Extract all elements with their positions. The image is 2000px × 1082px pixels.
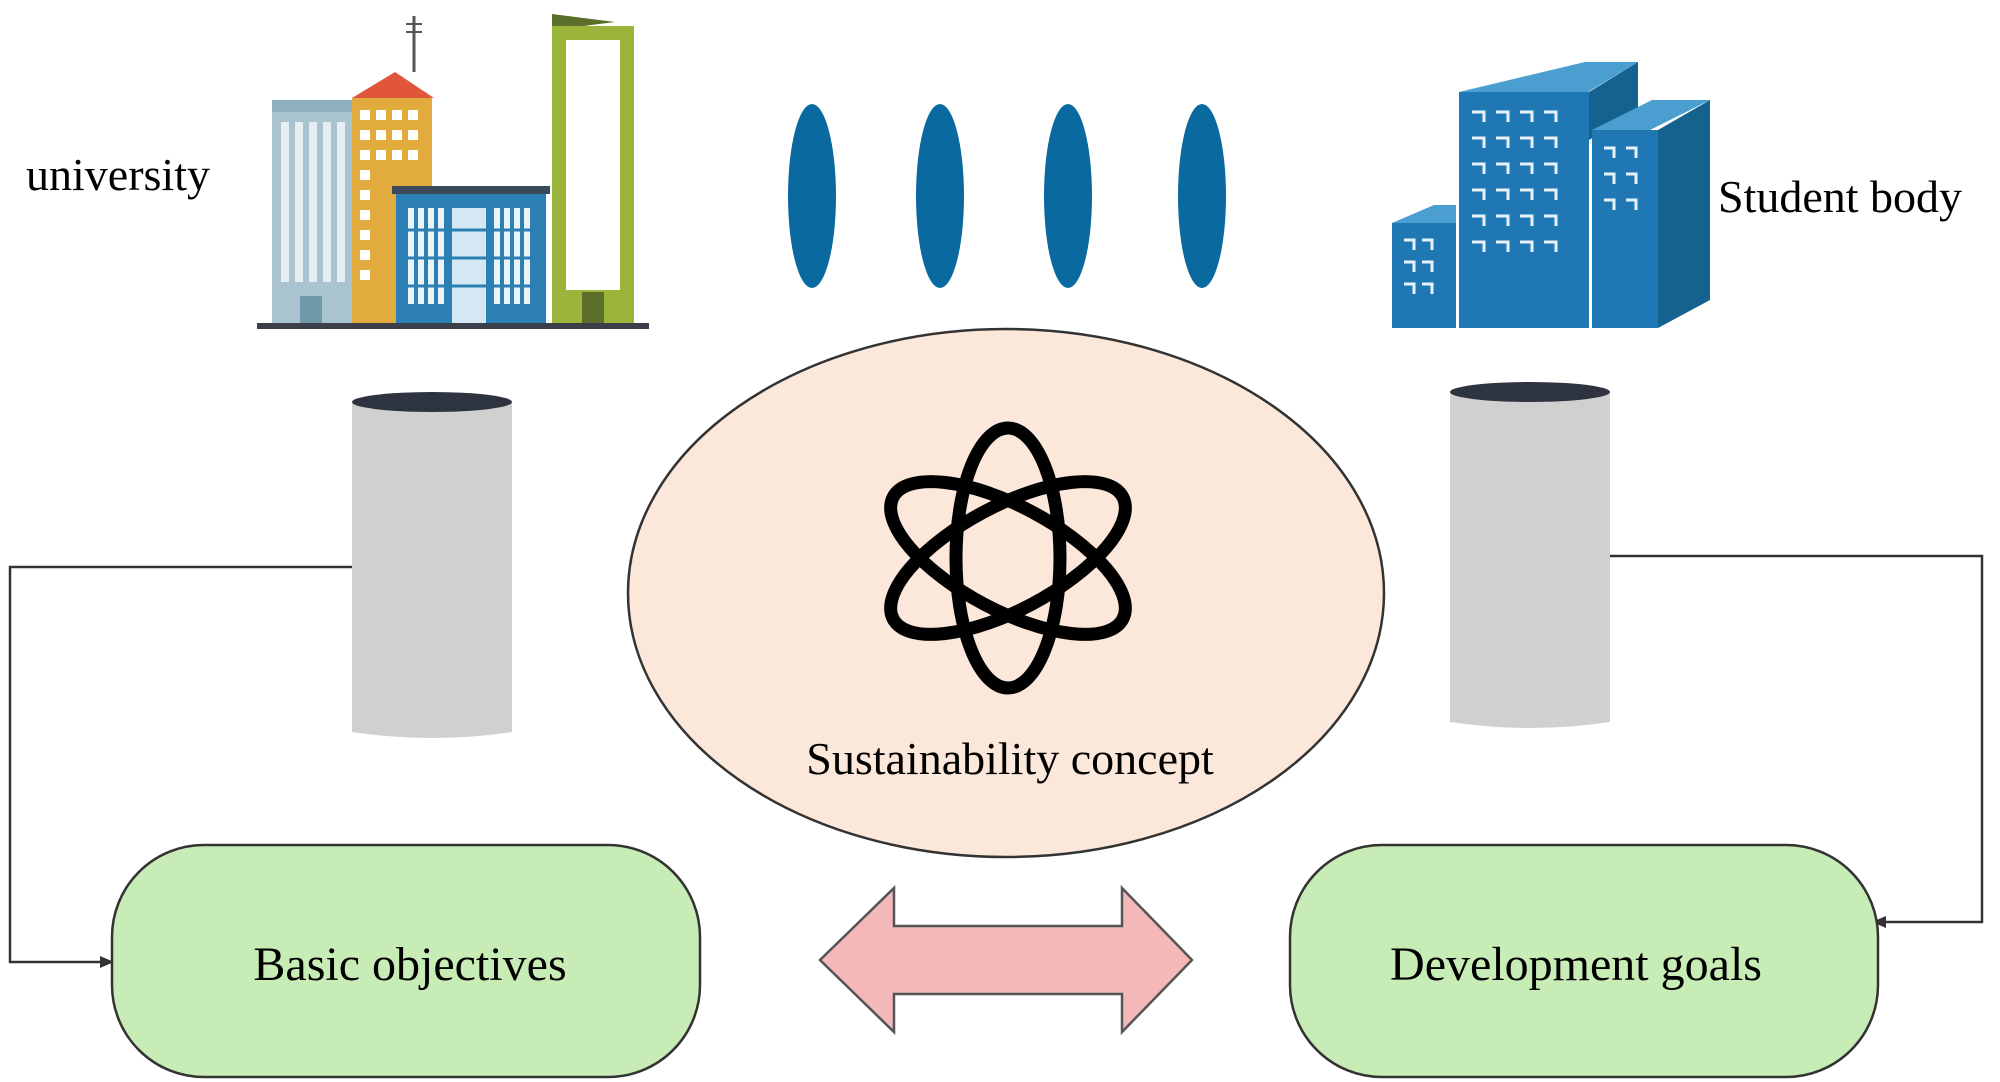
city-buildings-icon [257, 14, 649, 329]
office-buildings-icon [1392, 62, 1710, 328]
blue-ellipse [1044, 104, 1092, 288]
sustainability-oval [626, 327, 1386, 859]
development-goals-node [1288, 843, 1880, 1079]
student-body-label: Student body [1718, 171, 1962, 222]
basic-objectives-label: Basic objectives [253, 938, 566, 991]
atom-icon [884, 421, 1132, 695]
right-cylinder [1450, 382, 1610, 728]
development-goals-label: Development goals [1390, 938, 1762, 991]
blue-ellipse [916, 104, 964, 288]
right-connector-arrow [1610, 554, 1984, 928]
left-cylinder [352, 392, 512, 738]
ellipse-group [788, 104, 1226, 288]
double-headed-arrow [818, 884, 1194, 1036]
university-label: university [26, 149, 210, 200]
blue-ellipse [788, 104, 836, 288]
left-connector-arrow [8, 565, 352, 968]
blue-ellipse [1178, 104, 1226, 288]
basic-objectives-node [110, 843, 702, 1079]
sustainability-concept-label: Sustainability concept [806, 733, 1214, 784]
